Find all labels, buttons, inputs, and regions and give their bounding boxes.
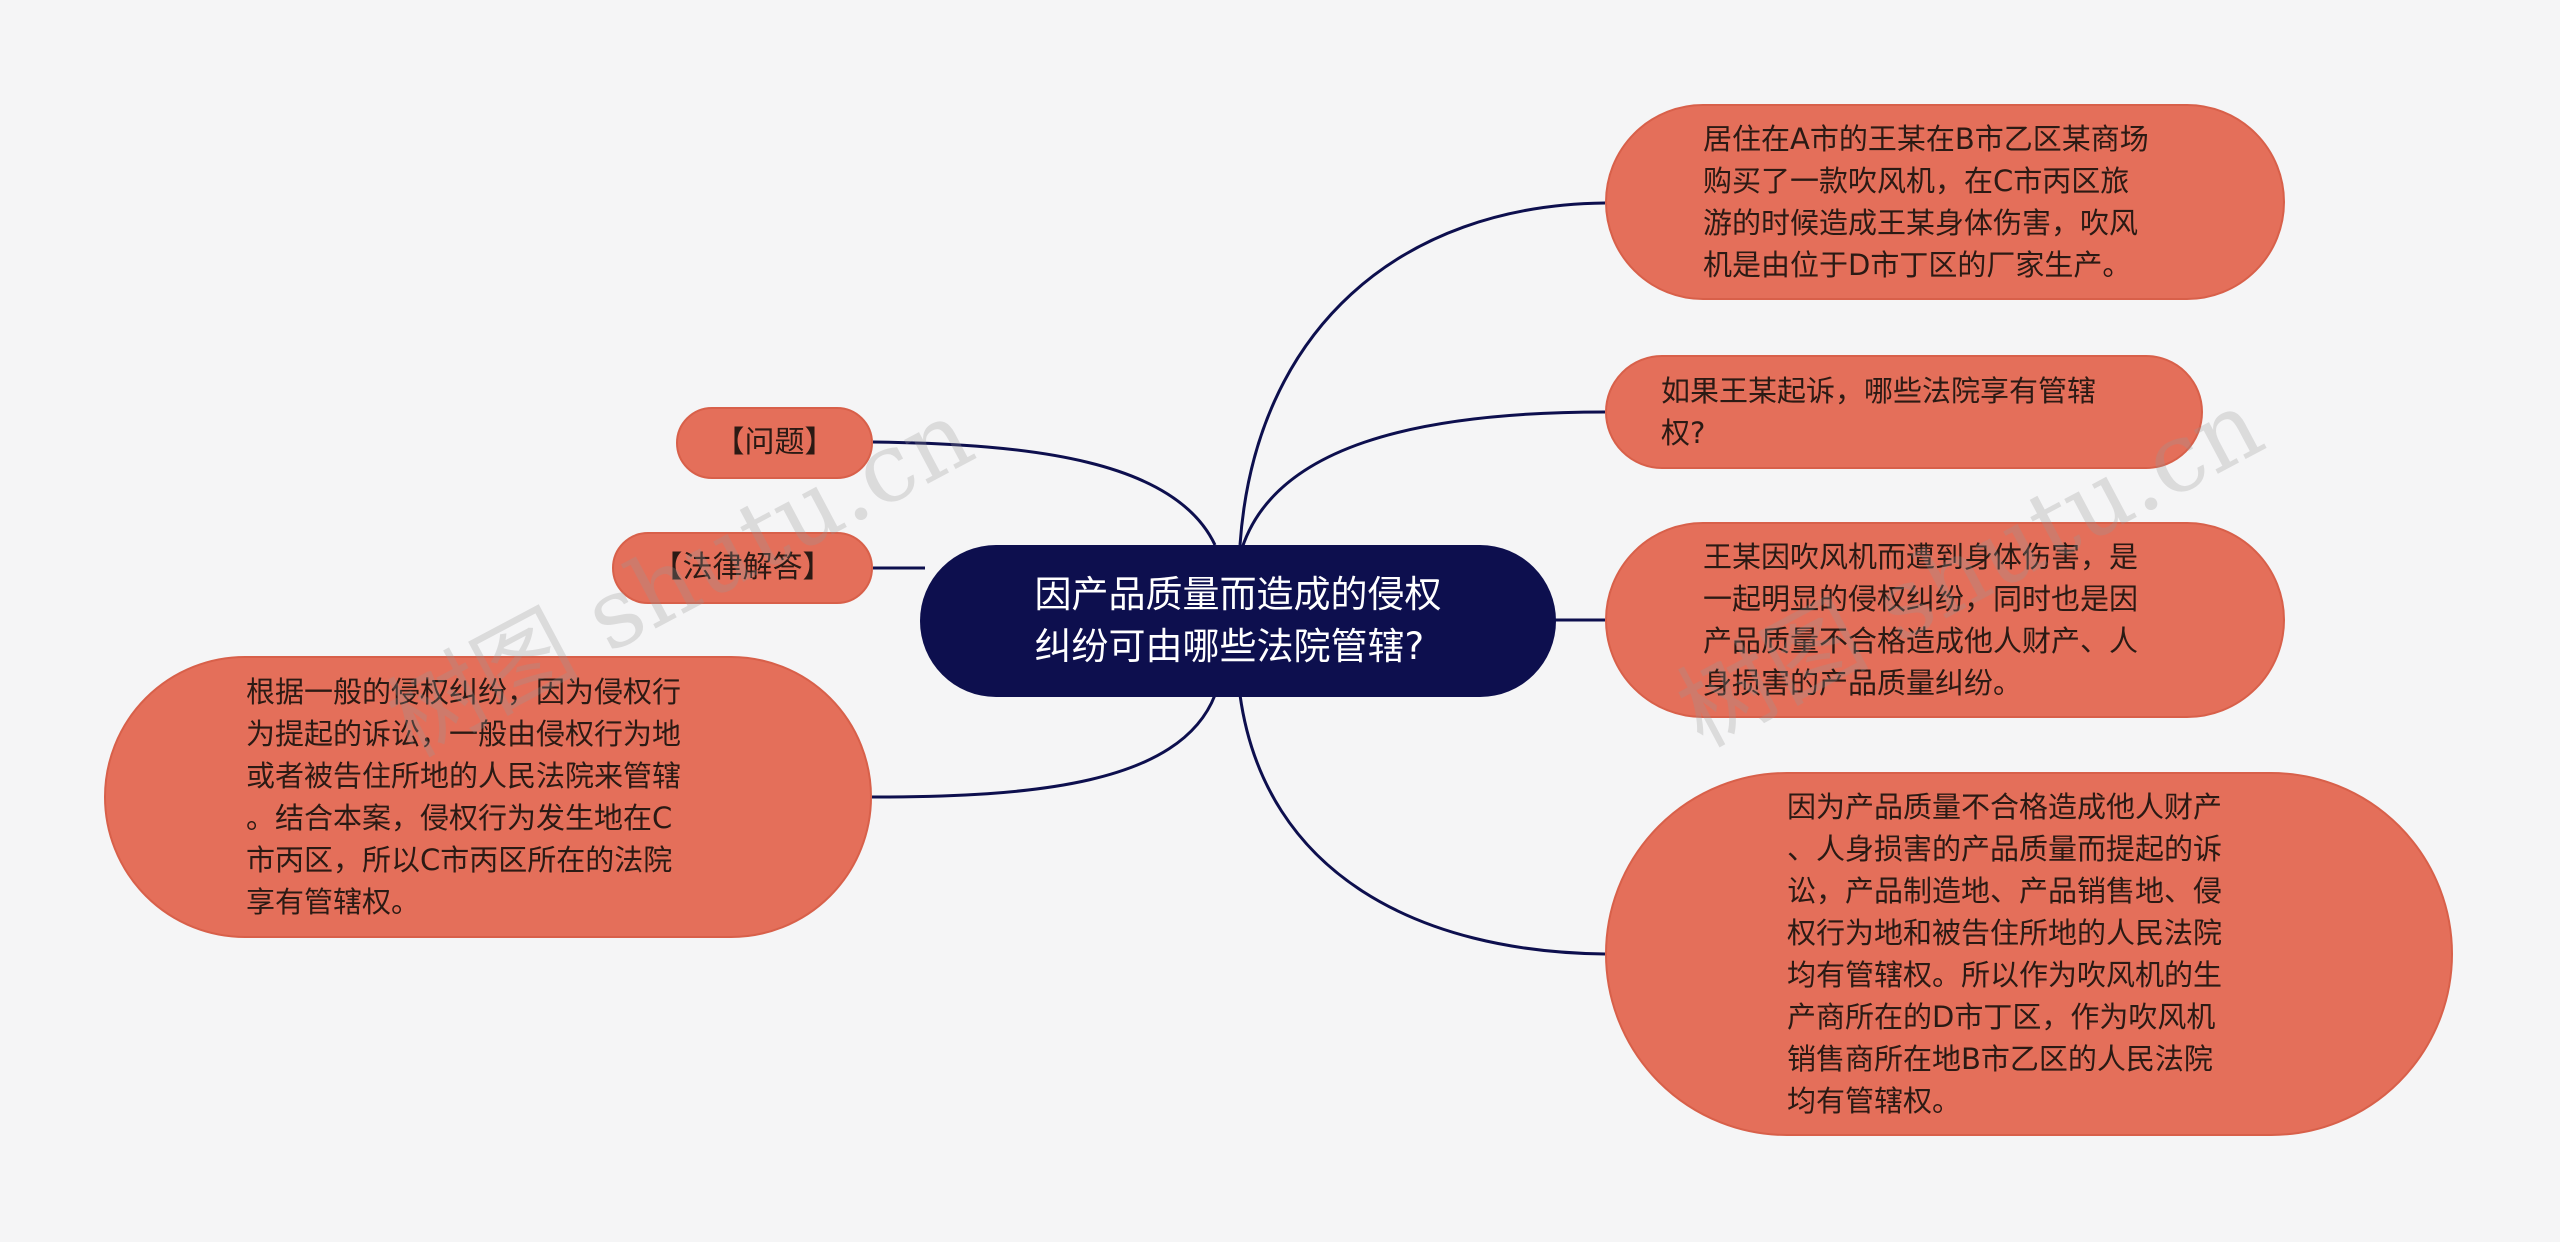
dispute-type-text: 王某因吹风机而遭到身体伤害，是 一起明显的侵权纠纷，同时也是因 产品质量不合格造… (1703, 540, 2139, 700)
link-answer (871, 694, 1217, 799)
case-description-text: 居住在A市的王某在B市乙区某商场 购买了一款吹风机，在C市丙区旅 游的时候造成王… (1703, 122, 2149, 282)
legal-answer-label-text: 【法律解答】 (652, 550, 833, 585)
question-node[interactable]: 如果王某起诉，哪些法院享有管辖 权? (1605, 355, 2203, 469)
dispute-type-node[interactable]: 王某因吹风机而遭到身体伤害，是 一起明显的侵权纠纷，同时也是因 产品质量不合格造… (1605, 522, 2285, 718)
link-question-label (872, 440, 1217, 546)
question-label-node[interactable]: 【问题】 (676, 407, 873, 479)
legal-answer-label-node[interactable]: 【法律解答】 (612, 532, 873, 604)
case-description-node[interactable]: 居住在A市的王某在B市乙区某商场 购买了一款吹风机，在C市丙区旅 游的时候造成王… (1605, 104, 2285, 300)
link-case (1238, 201, 1606, 546)
question-label-text: 【问题】 (714, 425, 835, 460)
legal-answer-text: 根据一般的侵权纠纷，因为侵权行 为提起的诉讼，一般由侵权行为地 或者被告住所地的… (246, 675, 682, 919)
central-topic-node[interactable]: 因产品质量而造成的侵权 纠纷可由哪些法院管辖? (920, 545, 1556, 697)
legal-answer-node[interactable]: 根据一般的侵权纠纷，因为侵权行 为提起的诉讼，一般由侵权行为地 或者被告住所地的… (104, 656, 872, 938)
law-basis-text: 因为产品质量不合格造成他人财产 、人身损害的产品质量而提起的诉 讼，产品制造地、… (1787, 790, 2223, 1118)
central-topic-text: 因产品质量而造成的侵权 纠纷可由哪些法院管辖? (1034, 573, 1442, 668)
law-basis-node[interactable]: 因为产品质量不合格造成他人财产 、人身损害的产品质量而提起的诉 讼，产品制造地、… (1605, 772, 2453, 1136)
link-law (1238, 694, 1606, 956)
question-text: 如果王某起诉，哪些法院享有管辖 权? (1661, 374, 2097, 450)
link-question (1238, 410, 1606, 556)
